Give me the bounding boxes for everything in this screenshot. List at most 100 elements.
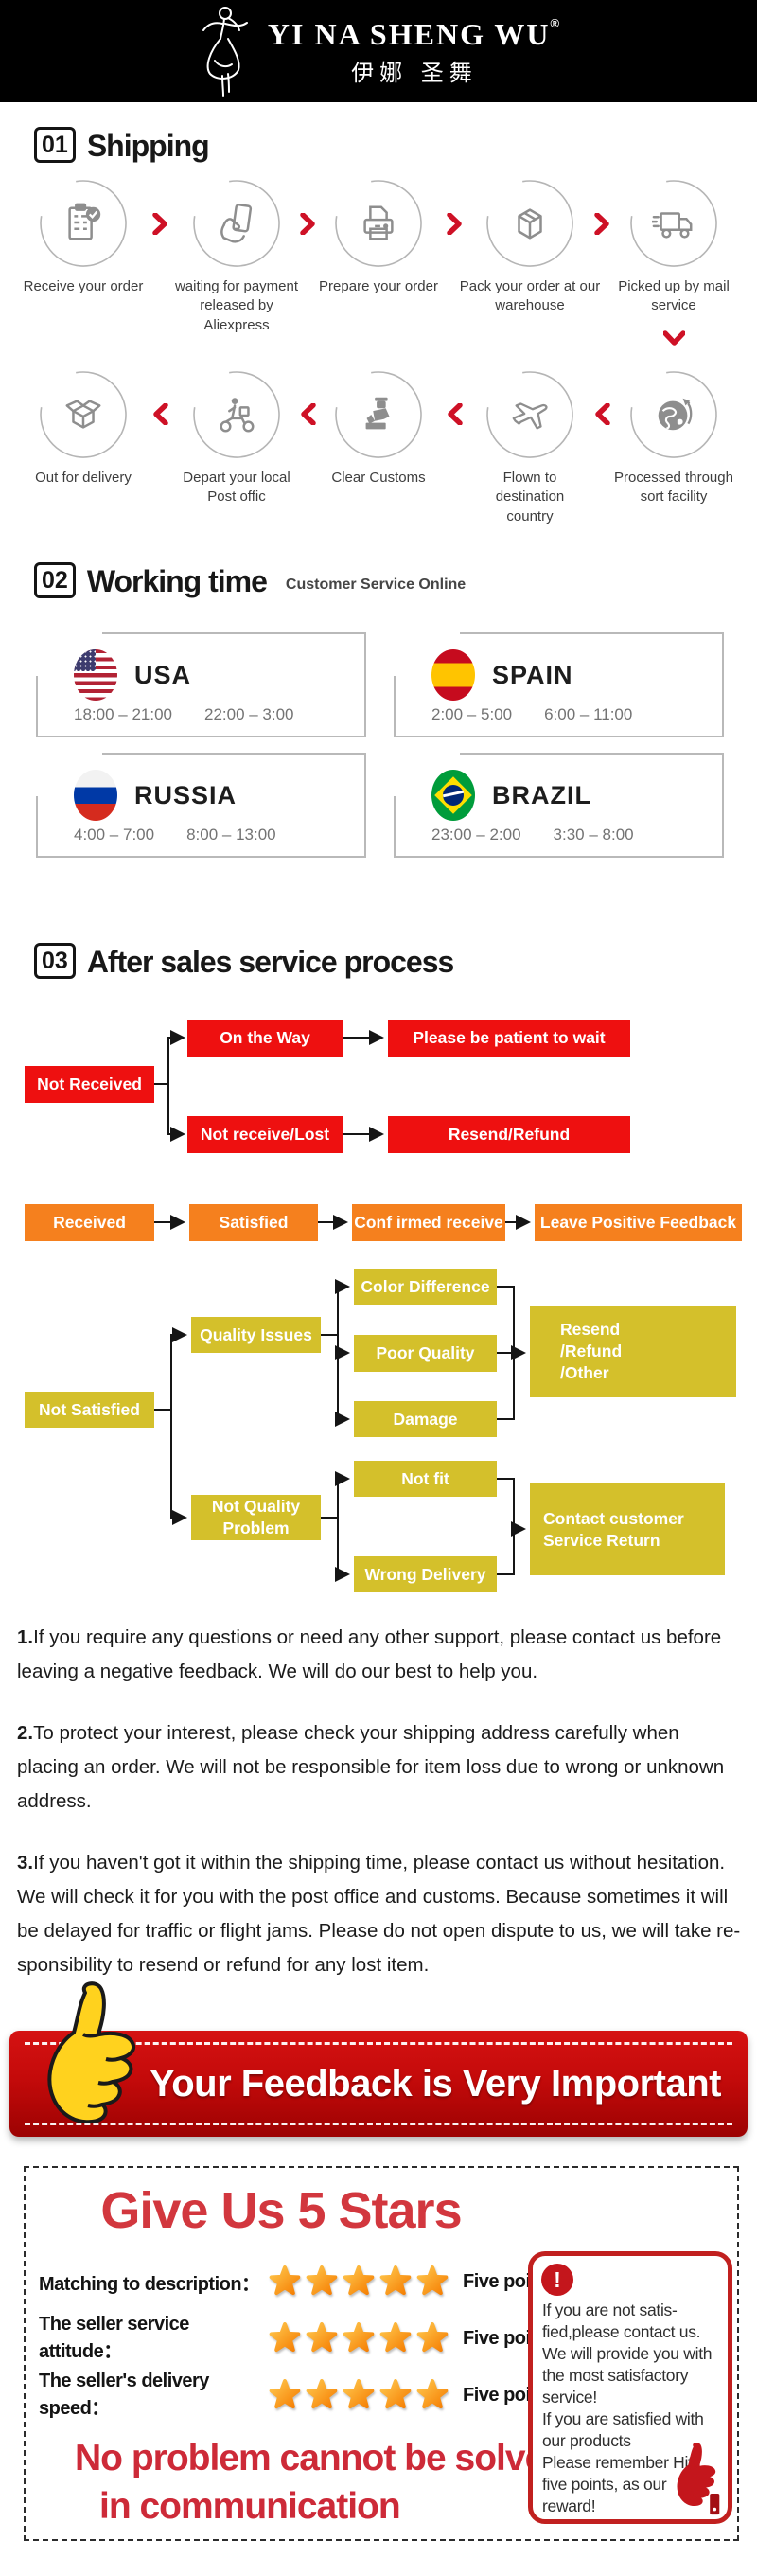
country-name: BRAZIL [492, 780, 591, 809]
flow-node-resend-refund-other: Resend /Refund /Other [530, 1306, 736, 1397]
step-label: Receive your order [23, 278, 144, 294]
star-icon [416, 2322, 449, 2353]
time-range: 18:00 – 21:00 [74, 705, 172, 723]
satisfaction-notice-box: ! If you are not satis- fied,please cont… [528, 2251, 732, 2524]
slogan-line-2: in communication [99, 2486, 401, 2527]
step-label: Processed through sort facility [614, 470, 733, 506]
time-range: 8:00 – 13:00 [186, 826, 276, 844]
time-range: 4:00 – 7:00 [74, 826, 155, 844]
globe-icon [658, 398, 693, 431]
step-label: Out for delivery [35, 470, 132, 486]
section-title-text: Shipping [86, 129, 210, 163]
time-range: 23:00 – 2:00 [431, 826, 521, 844]
chevron-left-icon [448, 403, 463, 425]
star-icon [306, 2379, 338, 2409]
exclamation-icon: ! [541, 2264, 573, 2296]
flow-node-resend-refund: Resend/Refund [388, 1116, 630, 1153]
policy-notes: 1.If you require any questions or need a… [17, 1621, 746, 2010]
flow-node-damage: Damage [354, 1401, 497, 1437]
note-number: 3. [17, 1852, 34, 1874]
section-working-time-title: 02 Working time Customer Service Online [34, 562, 466, 598]
step-label: Depart your local Post offic [183, 470, 290, 506]
chevron-right-icon [594, 213, 609, 235]
brand-header: YI NA SHENG WU® 伊娜 圣舞 [0, 0, 757, 102]
section-shipping-title: 01 Shipping [34, 127, 210, 163]
flow-node-on-the-way: On the Way [187, 1020, 343, 1057]
usa-flag-icon [74, 649, 117, 701]
shipping-step-pack-order: Pack your order at our warehouse [454, 179, 606, 316]
airplane-icon [512, 402, 548, 430]
chevron-right-icon [300, 213, 315, 235]
section-after-sales-title: 03 After sales service process [34, 943, 454, 979]
five-stars-title: Give Us 5 Stars [100, 2182, 462, 2239]
section-subtitle: Customer Service Online [285, 577, 467, 593]
five-stars-box: Give Us 5 Stars Matching to description：… [24, 2166, 739, 2541]
star-icon [379, 2379, 412, 2409]
note-2: 2.To protect your interest, please check… [17, 1716, 746, 1819]
note-text: If you haven't got it within the shippin… [17, 1852, 741, 1976]
star-icon [269, 2379, 301, 2409]
brazil-flag-icon [431, 770, 475, 821]
flow-node-color-difference: Color Difference [354, 1269, 497, 1305]
service-hours: 4:00 – 7:00 8:00 – 13:00 [74, 826, 308, 844]
brand-block: YI NA SHENG WU® 伊娜 圣舞 [268, 16, 561, 87]
customs-officer-icon [365, 397, 390, 430]
step-ring [39, 370, 128, 459]
star-icon [306, 2265, 338, 2296]
chevron-down-icon [663, 330, 685, 346]
shipping-step-out-for-delivery: Out for delivery [8, 370, 159, 488]
step-ring [39, 179, 128, 268]
star-icon [379, 2265, 412, 2296]
star-rating [268, 2321, 449, 2355]
working-time-card-usa: USA 18:00 – 21:00 22:00 – 3:00 [36, 632, 366, 737]
slogan-line-1: No problem cannot be solved [75, 2438, 567, 2478]
star-icon [379, 2322, 412, 2353]
flow-connectors [154, 1030, 531, 1582]
shipping-step-waiting-payment: waiting for payment released by Aliexpre… [161, 179, 312, 335]
step-ring [485, 179, 574, 268]
star-icon [269, 2265, 301, 2296]
step-ring [629, 179, 718, 268]
red-thumbs-up-icon [677, 2443, 720, 2515]
flow-node-not-receive-lost: Not receive/Lost [187, 1116, 343, 1153]
step-label: Pack your order at our warehouse [459, 278, 601, 314]
note-number: 2. [17, 1722, 34, 1744]
step-label: Clear Customs [331, 470, 426, 486]
star-icon [343, 2322, 375, 2353]
delivery-scooter-icon [220, 398, 255, 433]
star-rating [268, 2378, 449, 2412]
brand-name: YI NA SHENG WU® [267, 15, 562, 51]
country-name: RUSSIA [134, 780, 238, 809]
chevron-right-icon [152, 213, 167, 235]
printer-icon [363, 205, 394, 240]
time-range: 2:00 – 5:00 [431, 705, 513, 723]
shipping-step-receive-order: Receive your order [8, 179, 159, 296]
thumbs-up-icon [47, 1981, 135, 2124]
flow-node-not-received: Not Received [25, 1066, 154, 1103]
step-label: Picked up by mail service [618, 278, 730, 314]
chevron-left-icon [301, 403, 316, 425]
step-label: waiting for payment released by Aliexpre… [174, 278, 299, 333]
flow-node-received: Received [25, 1204, 154, 1241]
service-hours: 18:00 – 21:00 22:00 – 3:00 [74, 705, 326, 724]
star-icon [306, 2322, 338, 2353]
chevron-left-icon [595, 403, 610, 425]
flow-node-not-fit: Not fit [354, 1461, 497, 1497]
spain-flag-icon [431, 649, 475, 701]
star-icon [416, 2379, 449, 2409]
dancer-logo-icon [202, 7, 248, 97]
chevron-left-icon [153, 403, 168, 425]
step-ring [192, 179, 281, 268]
shipping-step-picked-up: Picked up by mail service [598, 179, 749, 316]
working-time-card-russia: RUSSIA 4:00 – 7:00 8:00 – 13:00 [36, 753, 366, 858]
note-text: If you require any questions or need any… [17, 1626, 722, 1682]
shipping-step-flown-destination: Flown to destination country [454, 370, 606, 526]
package-box-icon [518, 208, 542, 240]
country-name: USA [134, 660, 192, 689]
time-range: 22:00 – 3:00 [203, 705, 294, 723]
flow-node-not-satisfied: Not Satisfied [25, 1392, 154, 1428]
section-number-badge: 02 [34, 562, 76, 598]
step-ring [485, 370, 574, 459]
